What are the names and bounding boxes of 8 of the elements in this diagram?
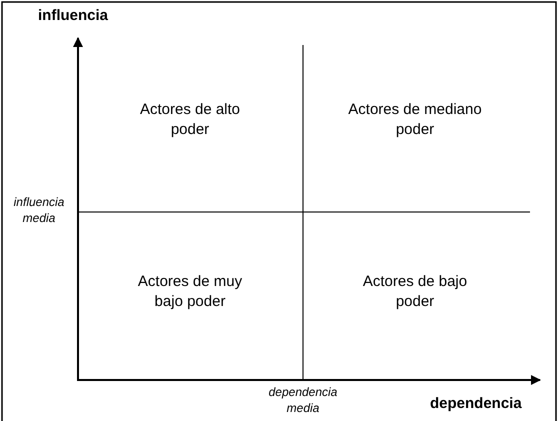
quadrant-label: Actores de bajo poder [362, 272, 468, 311]
axis-marker-label: influencia media [12, 195, 66, 226]
quadrant-label: Actores de mediano poder [347, 100, 483, 139]
axis-title: influencia [38, 6, 110, 26]
quadrant-label: Actores de muy bajo poder [136, 272, 244, 311]
axis-title: dependencia [430, 394, 523, 414]
quadrant-label: Actores de alto poder [138, 100, 242, 139]
axis-marker-label: dependencia media [268, 385, 338, 416]
